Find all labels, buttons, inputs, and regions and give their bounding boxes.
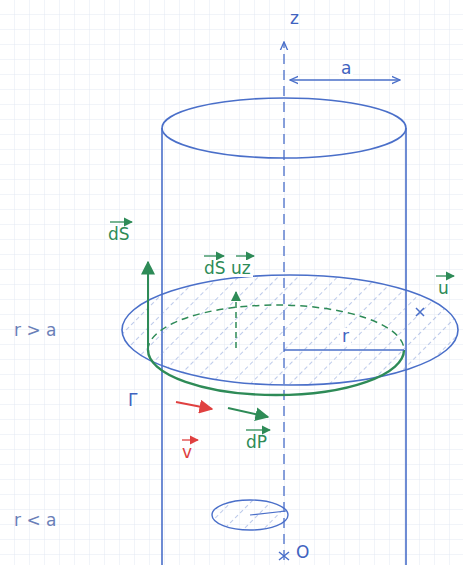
vector-sign	[204, 255, 224, 256]
vector-sign	[436, 275, 454, 276]
vector-label: u	[438, 280, 449, 297]
vector-label: dP	[246, 434, 267, 451]
cross-mark	[416, 308, 424, 316]
surface-vector	[235, 292, 237, 348]
element-arrow	[228, 408, 268, 417]
velocity-arrow	[176, 402, 212, 409]
inner-disk	[212, 500, 288, 530]
vector-sign	[182, 439, 198, 440]
contour-label: Γ	[128, 392, 137, 409]
dimension-label: a	[339, 60, 353, 77]
region-label: r < a	[14, 512, 56, 529]
vector-sign	[246, 429, 270, 430]
radius-arrow	[290, 79, 400, 80]
vector-label: v	[182, 444, 192, 461]
vector-label: dS uz	[202, 260, 253, 277]
vector-sign	[110, 221, 132, 222]
contour-back	[148, 305, 404, 350]
inner-radius	[250, 511, 286, 515]
origin-mark	[279, 552, 289, 560]
surface-disk	[122, 275, 458, 385]
dimension-label: r	[340, 328, 351, 345]
vector-sign	[236, 255, 254, 256]
region-label: r > a	[14, 322, 56, 339]
axis-label: z	[290, 10, 299, 27]
vector-label: dS	[108, 226, 130, 243]
radius-line	[284, 349, 404, 351]
origin-label: O	[296, 544, 309, 561]
surface-vector	[147, 262, 149, 350]
contour-front	[148, 350, 404, 395]
